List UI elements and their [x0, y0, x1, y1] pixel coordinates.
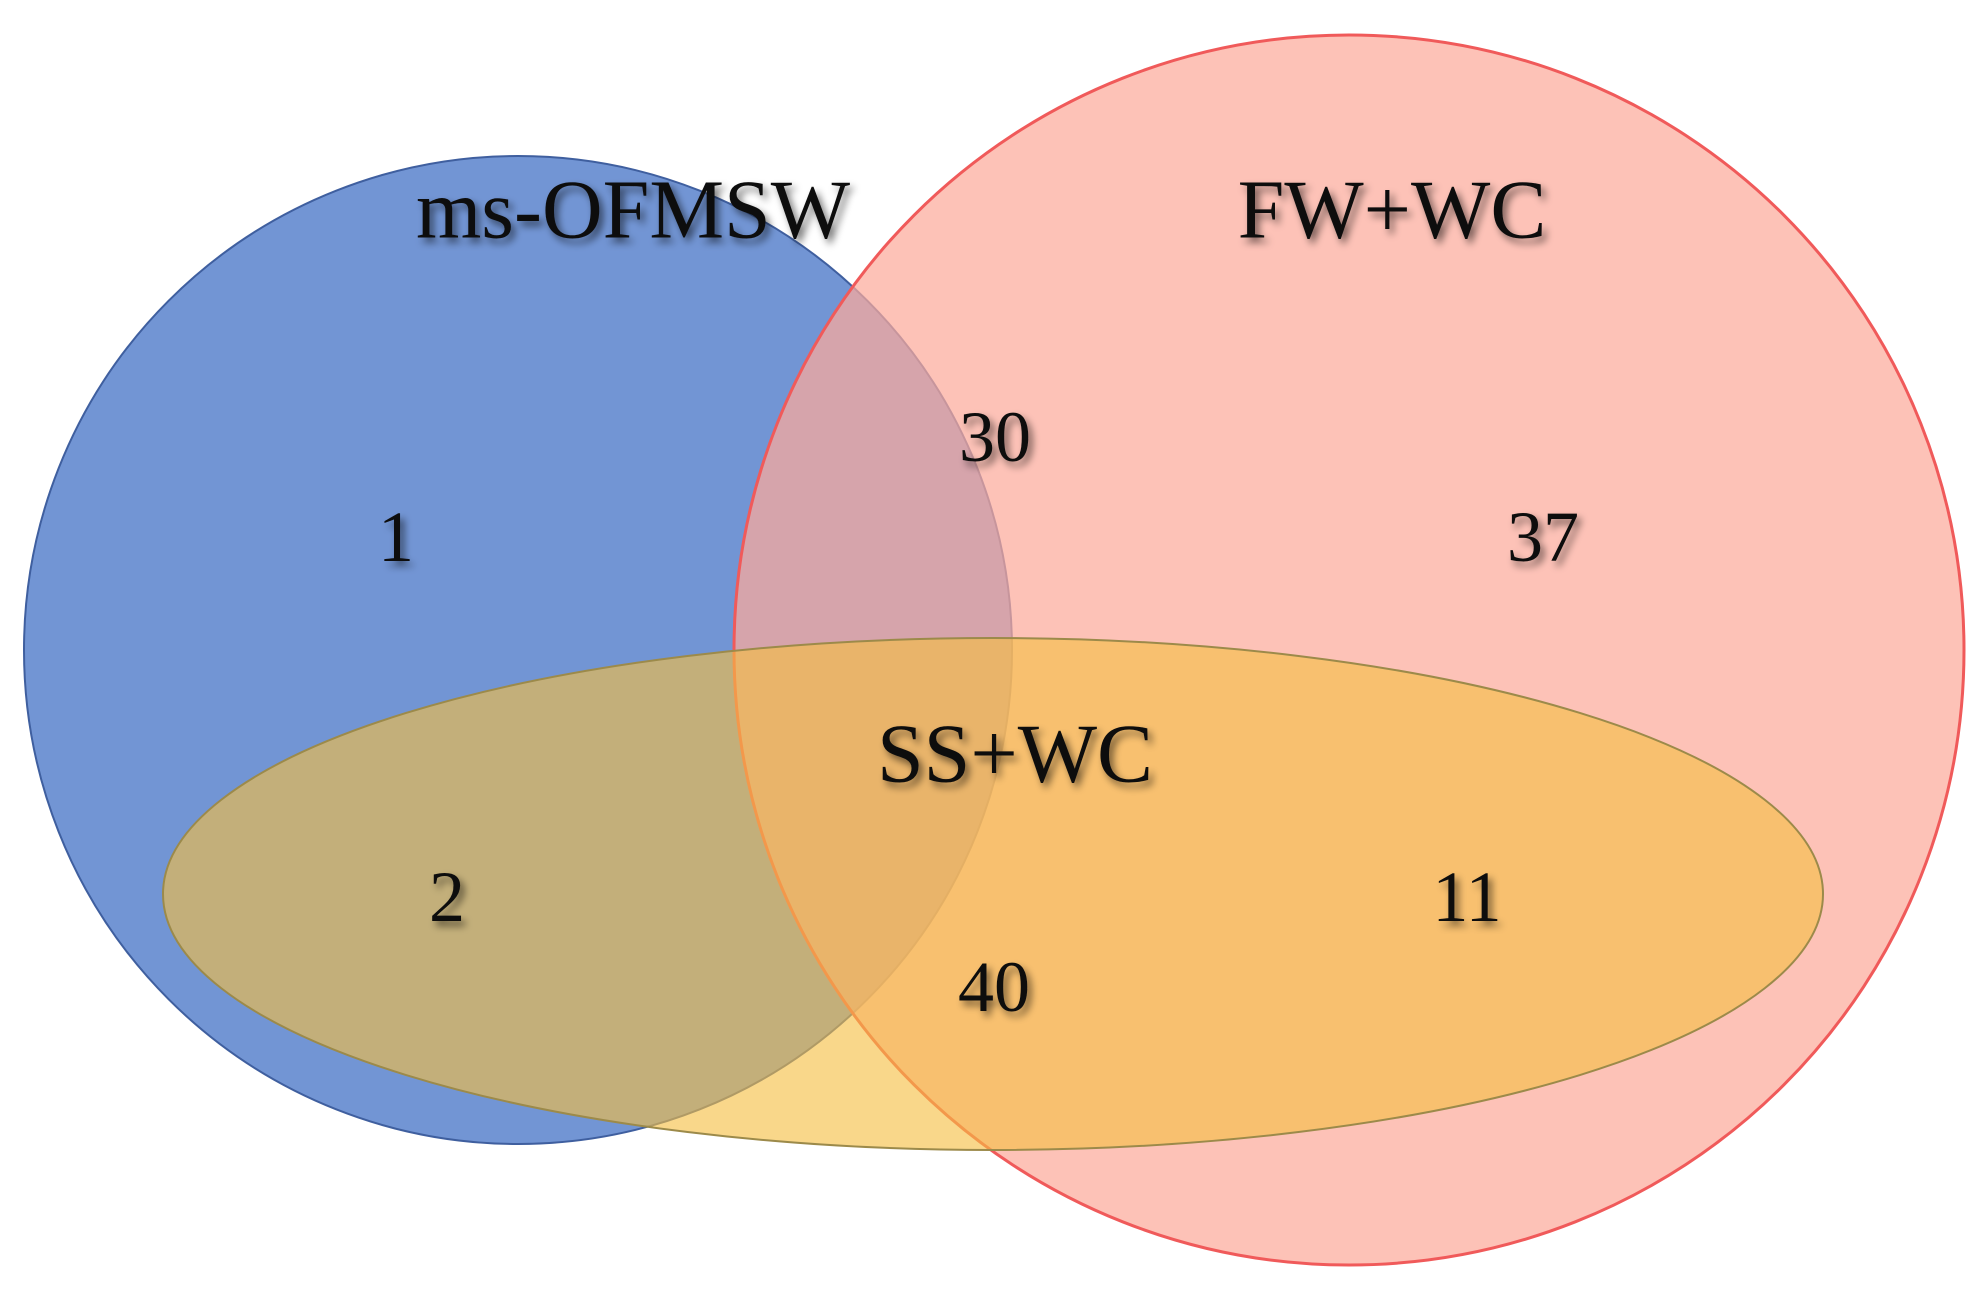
count-fw-wc-and-ss-wc: 11 [1432, 857, 1501, 937]
count-ms-ofmsw-and-ss-wc: 2 [429, 857, 465, 937]
count-ms-ofmsw-and-fw-wc: 30 [959, 397, 1031, 477]
set-label-ss-wc: SS+WC [877, 708, 1153, 801]
count-only-ms-ofmsw: 1 [378, 497, 414, 577]
set-ellipse-ss-wc [162, 637, 1824, 1151]
set-label-ms-ofmsw: ms-OFMSW [416, 164, 851, 257]
set-label-fw-wc: FW+WC [1238, 164, 1547, 257]
count-all-three: 40 [958, 947, 1030, 1027]
count-only-fw-wc: 37 [1507, 497, 1579, 577]
